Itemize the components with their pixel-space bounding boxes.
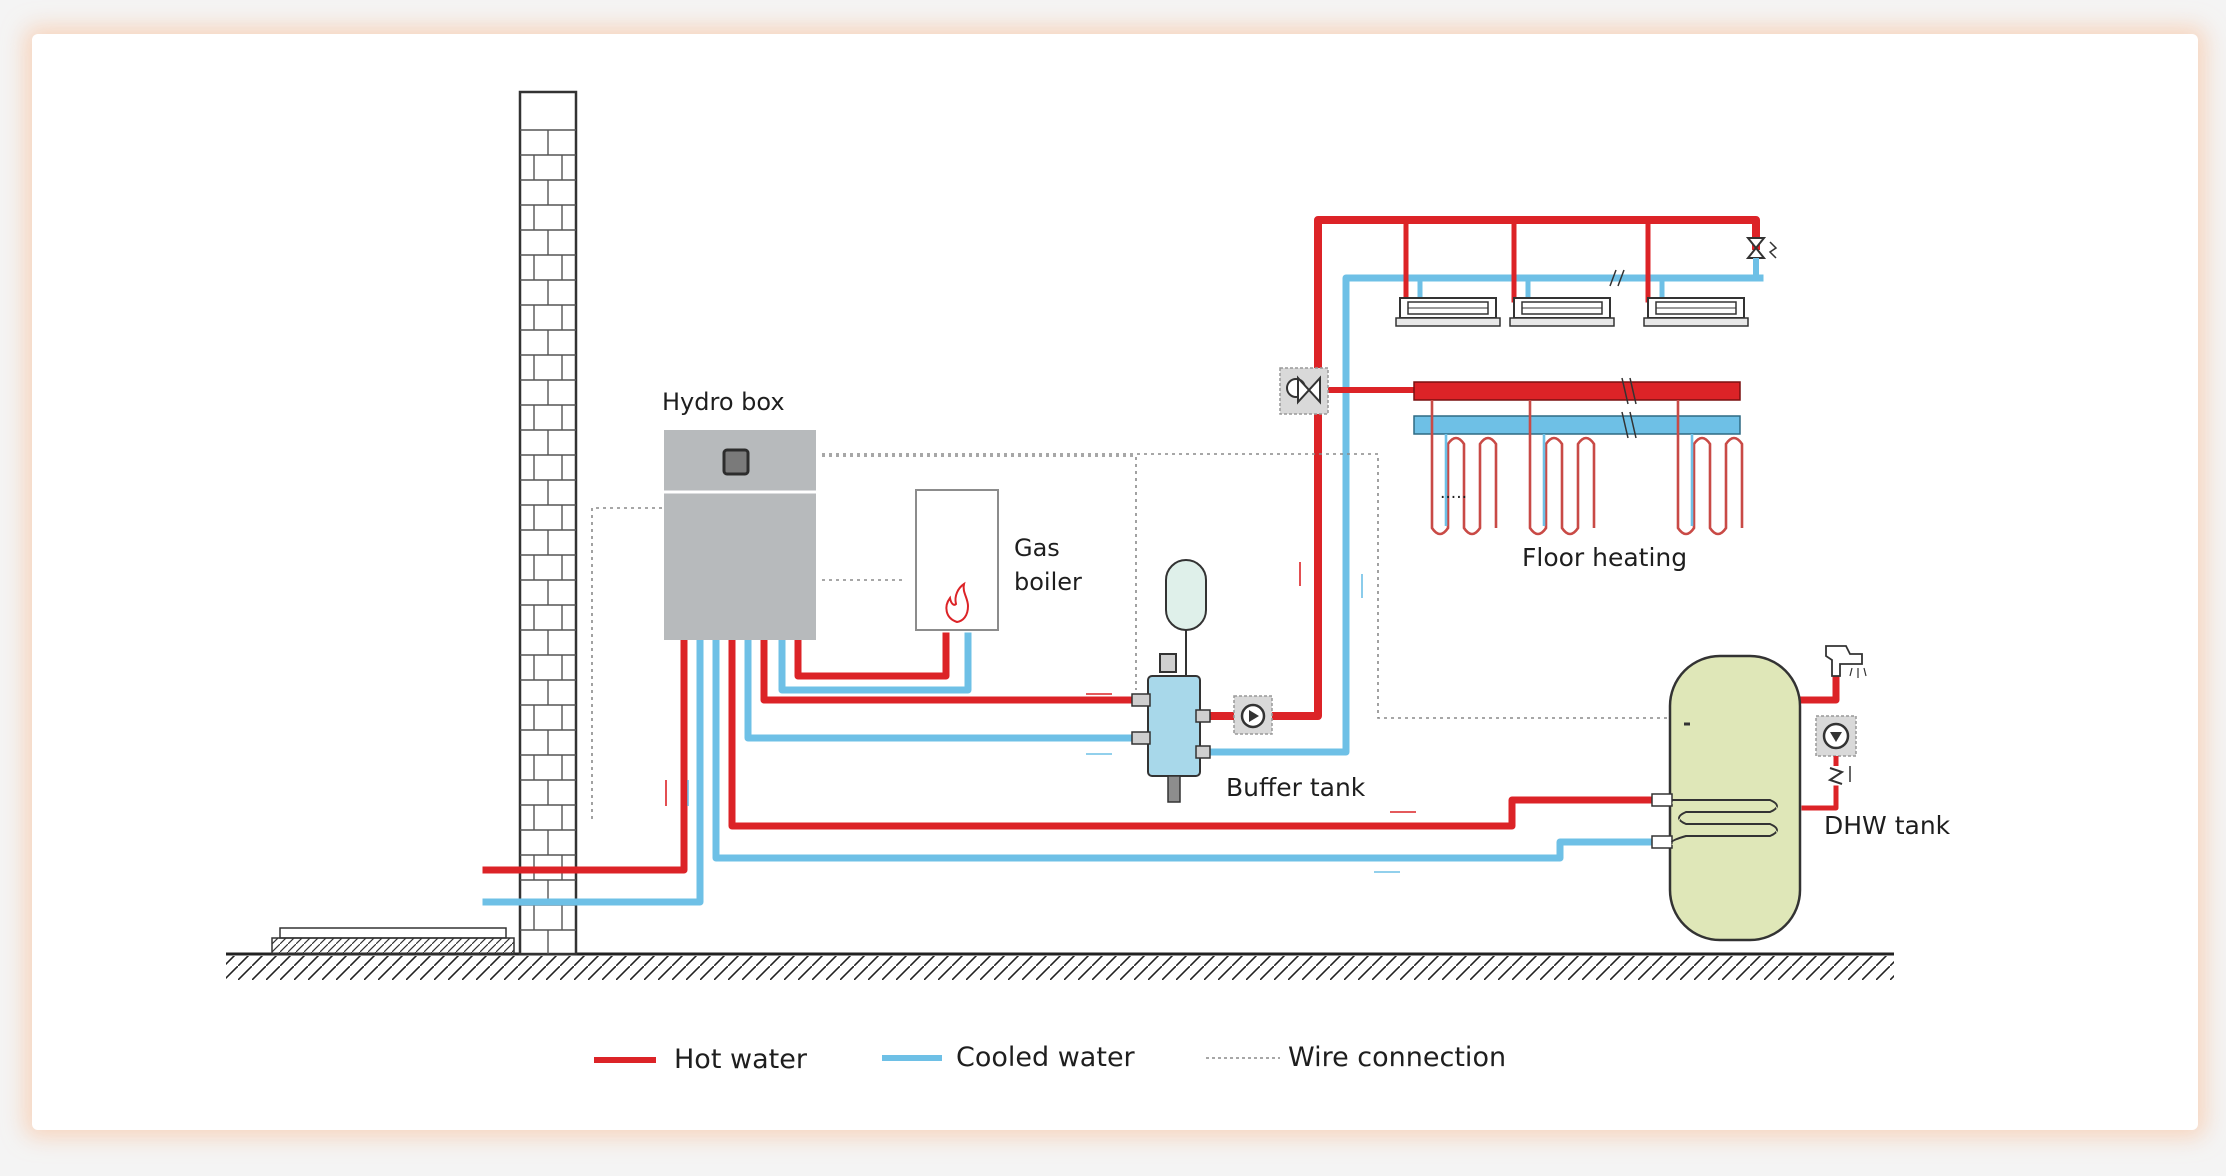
dhw-coil	[1671, 799, 1778, 843]
floor-heating-label: Floor heating	[1522, 543, 1687, 572]
dhw-tank-label: DHW tank	[1824, 811, 1951, 840]
legend-item-cooled-water: Cooled water	[882, 1042, 1136, 1073]
gas-boiler: Gas boiler	[915, 489, 1082, 631]
cooled-pipe-outdoor	[482, 636, 704, 906]
hot-pipe-supply	[1200, 216, 1760, 720]
floor-heating-ellipsis: .....	[1440, 483, 1467, 503]
cold-manifold	[1413, 415, 1741, 435]
buffer-tank: Buffer tank	[1131, 559, 1366, 803]
wire-connections	[591, 453, 1682, 820]
gas-boiler-label-line1: Gas	[1014, 534, 1060, 562]
expansion-vessel	[1165, 559, 1207, 631]
hydro-box: Hydro box	[662, 388, 816, 640]
mixing-valve-icon	[1279, 367, 1329, 415]
legend-item-hot-water: Hot water	[594, 1044, 808, 1075]
legend-label-wire-connection: Wire connection	[1288, 1042, 1506, 1073]
hot-pipe-dhw-to-tap	[1801, 785, 1839, 811]
dhw-tank: DHW tank	[1651, 654, 1951, 942]
buffer-tank-label: Buffer tank	[1226, 773, 1366, 802]
hydro-box-display	[722, 448, 750, 476]
pump-icon	[1233, 695, 1273, 735]
legend-label-hot-water: Hot water	[674, 1044, 808, 1075]
legend-label-cooled-water: Cooled water	[956, 1042, 1136, 1073]
legend: Hot water Cooled water Wire connection	[594, 1042, 1506, 1075]
hydro-box-label: Hydro box	[662, 388, 785, 416]
hot-manifold	[1413, 381, 1741, 401]
floor-heating: ..... Floor heating	[1413, 377, 1744, 572]
fan-coil-icon	[1509, 297, 1615, 327]
bypass-valve-icon	[1745, 237, 1778, 278]
floor-heating-loop	[1676, 400, 1744, 536]
cooled-pipe-dhw	[712, 636, 1660, 862]
outdoor-base	[271, 927, 515, 955]
hot-pipe-outdoor	[482, 636, 688, 874]
flow-arrows	[665, 562, 1416, 873]
fan-coil-icon	[1395, 297, 1501, 327]
gas-boiler-label-line2: boiler	[1014, 568, 1082, 596]
cooled-pipe-return	[1200, 274, 1764, 756]
fan-coil-units	[1395, 269, 1749, 327]
fan-coil-icon	[1643, 297, 1749, 327]
cooled-pipe-boiler	[778, 632, 972, 694]
hot-pipe-dhw	[728, 636, 1660, 830]
tap-icon	[1825, 645, 1867, 678]
hot-pipe-boiler	[794, 632, 950, 680]
pump-icon	[1815, 715, 1857, 785]
ground	[226, 952, 1894, 980]
brick-wall-icon	[518, 90, 578, 956]
flame-icon	[945, 581, 970, 624]
floor-heating-loop	[1430, 400, 1498, 536]
legend-item-wire-connection: Wire connection	[1206, 1042, 1506, 1073]
hot-pipe-buffer	[760, 636, 1144, 704]
air-vent-icon	[1159, 653, 1177, 673]
floor-heating-loop	[1528, 400, 1596, 536]
cooled-pipe-buffer	[744, 636, 1144, 742]
